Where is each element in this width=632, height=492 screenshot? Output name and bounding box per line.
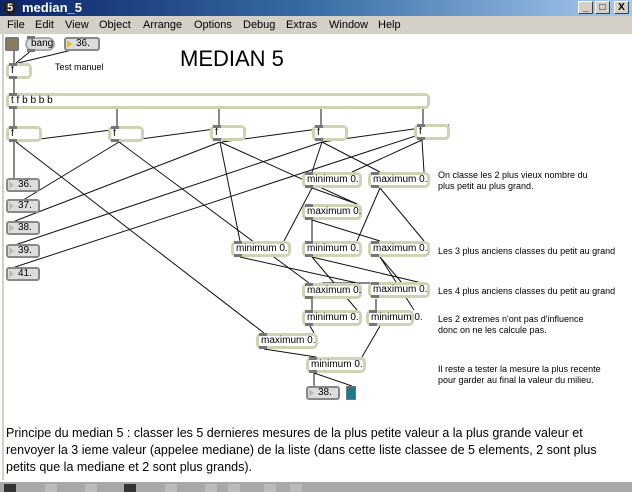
- toolbar-icon[interactable]: [45, 484, 57, 492]
- toolbar-icon[interactable]: [165, 484, 177, 492]
- toolbar-icon[interactable]: [228, 484, 240, 492]
- minimum-object[interactable]: minimum 0.: [302, 172, 362, 188]
- maximum-object[interactable]: maximum 0.: [368, 282, 430, 298]
- maximum-object[interactable]: maximum 0.: [256, 333, 318, 349]
- bang-message[interactable]: bang: [25, 36, 55, 52]
- minimum-object[interactable]: minimum 0.: [302, 241, 362, 257]
- test-label: Test manuel: [55, 62, 104, 72]
- minimum-object[interactable]: minimum 0.: [306, 357, 366, 373]
- menu-view[interactable]: View: [65, 19, 89, 31]
- maximum-object[interactable]: maximum 0.: [368, 172, 430, 188]
- f-object[interactable]: f: [6, 63, 32, 79]
- comment-line: On classe les 2 plus vieux nombre du: [438, 170, 588, 180]
- menu-edit[interactable]: Edit: [35, 19, 54, 31]
- minimum-object[interactable]: minimum 0.: [366, 310, 423, 326]
- toolbar-icon[interactable]: [264, 484, 276, 492]
- menu-bar: File Edit View Object Arrange Options De…: [0, 16, 632, 34]
- principle-text: Principe du median 5 : classer les 5 der…: [6, 426, 597, 474]
- output-number-box[interactable]: 38.: [306, 386, 340, 400]
- delay-f-1[interactable]: f: [6, 126, 42, 142]
- history-number-5[interactable]: 41.: [6, 267, 40, 281]
- comment-2: Les 3 plus anciens classes du petit au g…: [438, 246, 616, 256]
- bottom-toolbar: [0, 482, 632, 492]
- input-number-box[interactable]: 36.: [64, 37, 100, 51]
- toolbar-icon[interactable]: [205, 484, 217, 492]
- toolbar-icon[interactable]: [85, 484, 97, 492]
- print-icon[interactable]: [346, 386, 356, 400]
- menu-options[interactable]: Options: [194, 19, 232, 31]
- toolbar-icon[interactable]: [290, 484, 302, 492]
- app-icon: 5: [3, 1, 17, 15]
- menu-help[interactable]: Help: [378, 19, 401, 31]
- history-number-4[interactable]: 39.: [6, 244, 40, 258]
- menu-window[interactable]: Window: [329, 19, 369, 31]
- toggle-button[interactable]: [5, 37, 19, 51]
- close-button[interactable]: X: [614, 1, 629, 14]
- delay-f-5[interactable]: f: [414, 124, 450, 140]
- menu-extras[interactable]: Extras: [286, 19, 318, 31]
- delay-f-2[interactable]: f: [108, 126, 144, 142]
- comment-line: plus petit au plus grand.: [438, 181, 534, 191]
- comment-line: Les 2 extremes n'ont pas d'influence: [438, 314, 584, 324]
- menu-file[interactable]: File: [7, 19, 25, 31]
- maximize-button[interactable]: □: [595, 1, 610, 14]
- maximum-object[interactable]: maximum 0.: [302, 204, 362, 220]
- menu-debug[interactable]: Debug: [243, 19, 276, 31]
- comment-line: Il reste a tester la mesure la plus rece…: [438, 364, 601, 374]
- patch-title: MEDIAN 5: [180, 46, 284, 71]
- menu-arrange[interactable]: Arrange: [143, 19, 183, 31]
- comment-line: donc on ne les calcule pas.: [438, 325, 547, 335]
- comment-line: pour garder au final la valeur du milieu…: [438, 375, 594, 385]
- minimum-object[interactable]: minimum 0.: [231, 241, 291, 257]
- maximum-object[interactable]: maximum 0.: [302, 283, 362, 299]
- delay-f-4[interactable]: f: [312, 125, 348, 141]
- window-title: median_5: [22, 0, 82, 15]
- comment-3: Les 4 plus anciens classes du petit au g…: [438, 286, 616, 296]
- comment-5: Il reste a tester la mesure la plus rece…: [438, 364, 601, 386]
- history-number-1[interactable]: 36.: [6, 178, 40, 192]
- trigger-object[interactable]: t f b b b b: [6, 93, 430, 109]
- menu-object[interactable]: Object: [99, 19, 131, 31]
- minimum-object[interactable]: minimum 0.: [302, 310, 362, 326]
- history-number-2[interactable]: 37.: [6, 199, 40, 213]
- delay-f-3[interactable]: f: [210, 125, 246, 141]
- maximum-object[interactable]: maximum 0.: [368, 241, 430, 257]
- lock-icon[interactable]: [4, 484, 16, 492]
- title-bar: 5 median_5 _ □ X: [0, 0, 632, 16]
- history-number-3[interactable]: 38.: [6, 221, 40, 235]
- minimize-button[interactable]: _: [578, 1, 593, 14]
- checkbox-icon[interactable]: [124, 484, 136, 492]
